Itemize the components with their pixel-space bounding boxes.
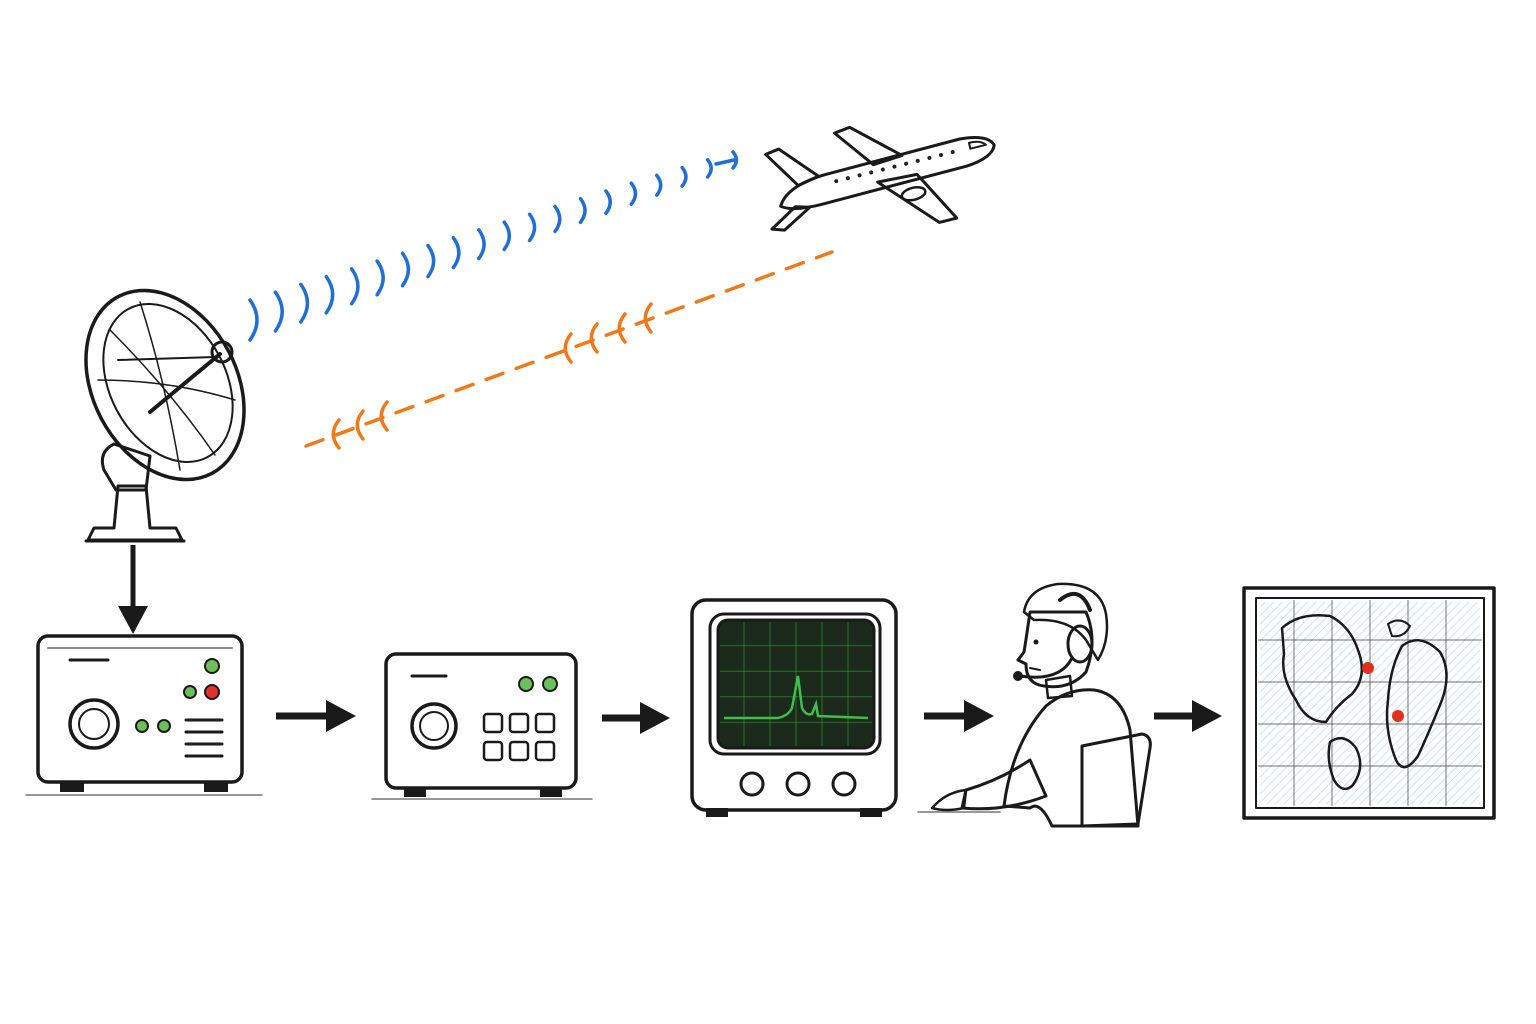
target-blip [1392,710,1404,722]
world-map-icon [1244,588,1494,818]
airplane-icon [753,94,1010,262]
pulse-wave-arc [708,160,712,177]
pulse-wave-arc [479,230,484,259]
pulse-wave-arc [275,292,282,331]
pulse-wave-arc [580,199,585,223]
pulse-wave-arc [657,175,661,195]
radar-dish-icon [54,263,275,541]
flow-arrow-operator-to-map [1154,700,1222,732]
pulse-wave-arc [453,238,458,268]
pulse-wave-arc [606,191,610,213]
echo-wave-arc [565,334,571,362]
flow-arrow-processor-to-display [602,702,670,734]
flow-arrow-display-to-operator [924,700,994,732]
echo-wave-arc [591,324,597,352]
operator-shirt [1004,690,1138,826]
crt-monitor-icon [692,600,896,817]
pulse-wave-arc [250,300,257,340]
pulse-wave-arc [377,261,383,295]
echo-wave-arc [381,402,387,430]
pulse-wave-arc [530,214,535,240]
target-blip [1362,662,1374,674]
pulse-wave-arc [631,183,635,204]
processor-unit-icon [372,654,592,799]
transmitted-pulse-waves [250,152,736,340]
radio-unit-icon [26,636,262,795]
echo-wave-arc [357,411,363,439]
pulse-wave-arc [428,245,434,276]
pulse-wave-arc [301,284,308,321]
pulse-wave-arc [555,207,560,232]
pulse-wave-arc [326,277,332,313]
pulse-wave-arc [352,269,358,304]
operator-headset-icon [918,584,1150,826]
pulse-wave-arc [504,222,509,249]
flow-arrow-transmitter-to-processor [276,700,356,732]
pulse-wave-arc [403,253,409,285]
echo-return-waves [306,252,832,448]
flow-arrow-dish-to-transmitter [118,545,148,634]
pulse-wave-arc [682,168,686,187]
